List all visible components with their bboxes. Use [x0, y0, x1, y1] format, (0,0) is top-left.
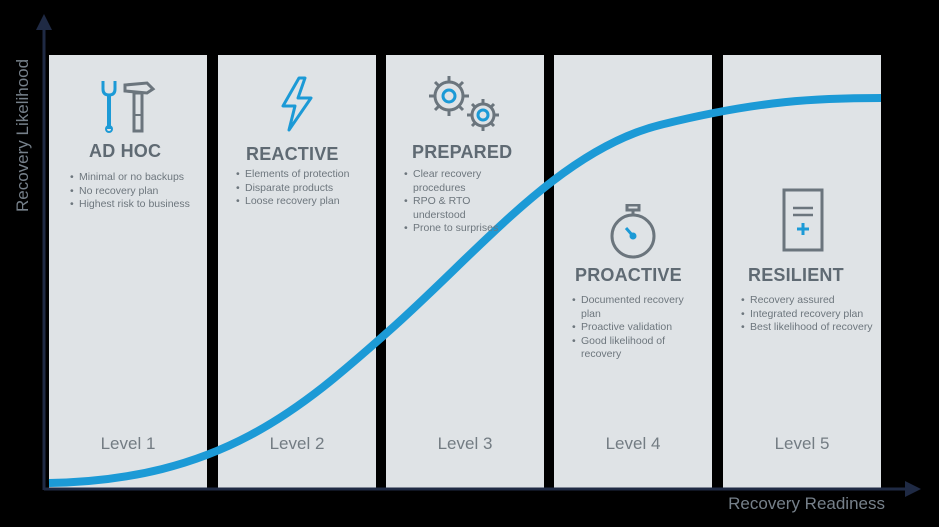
readiness-curve	[48, 94, 882, 487]
stage-bullets: Elements of protection Disparate product…	[236, 168, 374, 209]
stage-title: PREPARED	[412, 142, 513, 162]
stage-title: PROACTIVE	[575, 265, 682, 285]
stage-panel-5	[723, 55, 881, 488]
stage-bullets: Documented recovery plan Proactive valid…	[572, 294, 702, 362]
lightning-icon	[281, 76, 313, 132]
level-label: Level 1	[100, 434, 156, 453]
bullet-item: Minimal or no backups	[70, 171, 205, 185]
bullet-item: Integrated recovery plan	[741, 308, 876, 322]
bullet-item: Loose recovery plan	[236, 195, 374, 209]
level-label: Level 5	[774, 434, 830, 453]
level-label: Level 4	[605, 434, 661, 453]
stage-bullets: Clear recovery procedures RPO & RTO unde…	[404, 168, 524, 236]
bullet-item: Recovery assured	[741, 294, 876, 308]
stage-panel-4	[554, 55, 712, 488]
x-axis-label: Recovery Readiness	[728, 494, 885, 513]
stage-panel-2	[218, 55, 376, 488]
bullet-item: RPO & RTO understood	[404, 195, 524, 222]
gears-icon	[429, 76, 499, 131]
server-plus-icon	[782, 188, 824, 252]
x-axis-arrow-icon	[905, 481, 921, 497]
bullet-item: Good likelihood of recovery	[572, 335, 702, 362]
level-label: Level 3	[437, 434, 493, 453]
level-label: Level 2	[269, 434, 325, 453]
y-axis-arrow-icon	[36, 14, 52, 30]
bullet-item: No recovery plan	[70, 185, 205, 199]
bullet-item: Best likelihood of recovery	[741, 321, 876, 335]
stage-title: AD HOC	[89, 141, 162, 161]
stage-panel-3	[386, 55, 544, 488]
stage-bullets: Minimal or no backups No recovery plan H…	[70, 171, 205, 212]
stage-title: RESILIENT	[748, 265, 844, 285]
bullet-item: Disparate products	[236, 182, 374, 196]
bullet-item: Documented recovery plan	[572, 294, 702, 321]
stopwatch-icon	[610, 204, 656, 259]
stage-panel-1	[49, 55, 207, 488]
bullet-item: Prone to surprises	[404, 222, 524, 236]
y-axis-label: Recovery Likelihood	[13, 58, 32, 212]
bullet-item: Clear recovery procedures	[404, 168, 524, 195]
bullet-item: Proactive validation	[572, 321, 702, 335]
bullet-item: Elements of protection	[236, 168, 374, 182]
tools-icon	[101, 81, 156, 133]
stage-bullets: Recovery assured Integrated recovery pla…	[741, 294, 876, 335]
bullet-item: Highest risk to business	[70, 198, 205, 212]
stage-title: REACTIVE	[246, 144, 339, 164]
